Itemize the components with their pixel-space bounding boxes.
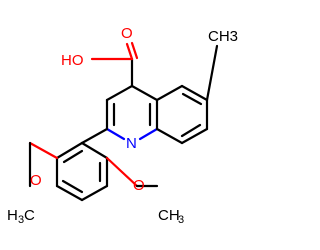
right-methoxy-subscript: 3 [178, 214, 184, 226]
bond-c4-c4a [130, 84, 159, 102]
nitrogen-label: N [126, 135, 137, 152]
bond-c5-c6-inner [181, 92, 203, 106]
bond-n1-c8a [138, 127, 159, 141]
bond-aryl-4 [55, 184, 84, 202]
molecule-svg: O HO CH3 N H 3 C O O CH 3 [7, 25, 238, 226]
bond-aryl-6-inner [62, 149, 84, 164]
bond-c5-c6 [180, 84, 209, 102]
bond-aryl-1 [80, 141, 109, 160]
bond-aryl-6 [55, 141, 84, 160]
bond-c4-c3 [105, 84, 134, 102]
bond-c4a-c5 [155, 84, 184, 102]
left-methoxy-subscript: 3 [18, 214, 24, 226]
bond-aryl-4-inner [61, 179, 84, 194]
left-methoxy-h-label: H [7, 207, 18, 224]
bond-carbonyl-1 [125, 42, 134, 61]
bond-left-methoxy-oxygen [28, 141, 59, 160]
bond-c2-aryl [80, 127, 109, 145]
right-methoxy-ch-label: CH [158, 207, 180, 224]
molecule-diagram: O HO CH3 N H 3 C O O CH 3 [7, 25, 238, 226]
bond-right-methoxy-oxygen [105, 156, 139, 188]
methyl-label: CH3 [208, 28, 238, 45]
bond-c2-n1 [105, 127, 126, 141]
bond-c8-c8a [155, 127, 184, 145]
bond-c7-c8 [180, 127, 209, 145]
bond-carbonyl-2 [130, 41, 139, 60]
bond-c6-methyl [205, 44, 219, 102]
bond-aryl-3 [80, 184, 109, 202]
hydroxyl-label: HO [61, 52, 84, 69]
bond-c7-c8-inner [180, 123, 202, 138]
left-methoxy-oxygen-label: O [30, 172, 42, 189]
carbonyl-oxygen-label: O [121, 25, 133, 42]
left-methoxy-c-label: C [24, 207, 35, 224]
right-methoxy-oxygen-label: O [133, 177, 145, 194]
